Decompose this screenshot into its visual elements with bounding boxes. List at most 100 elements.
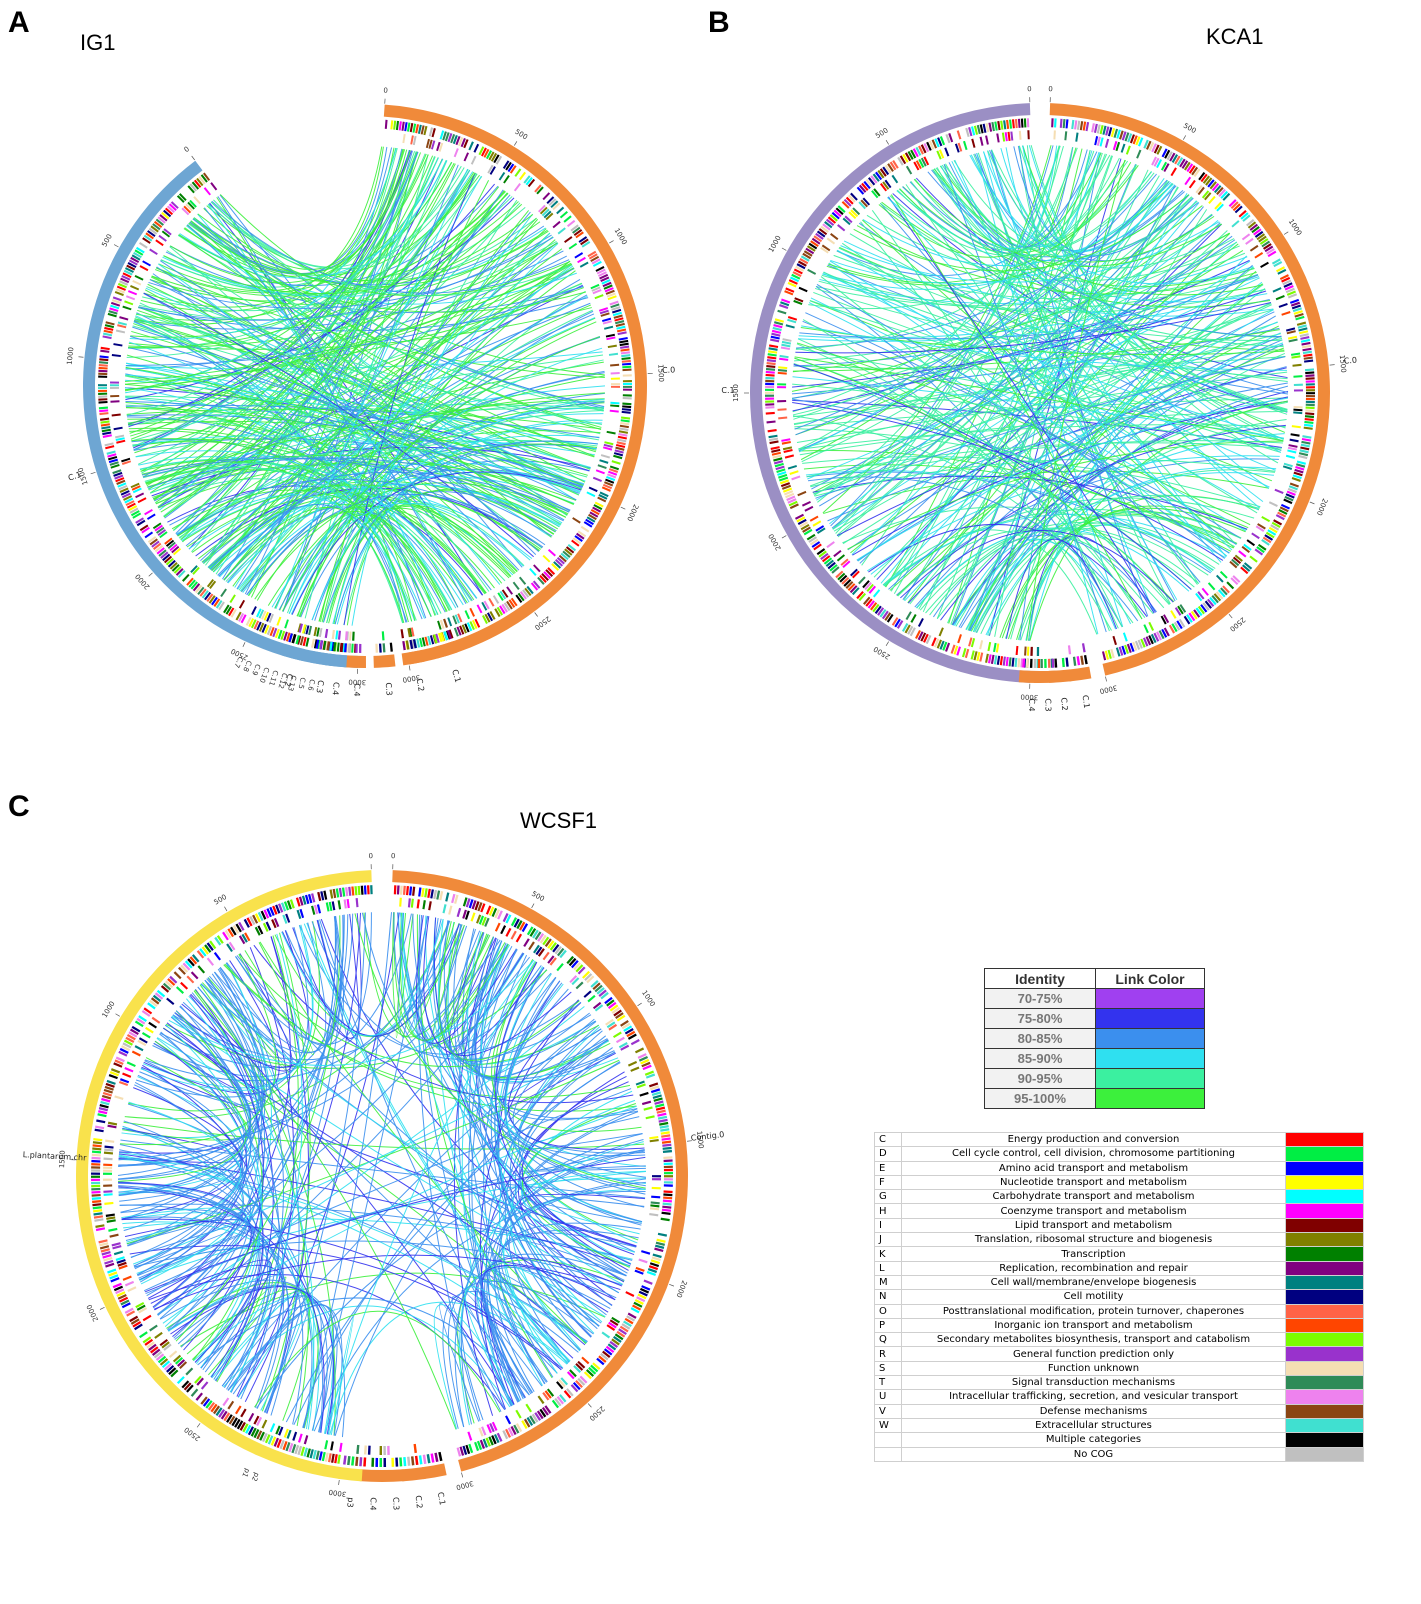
cog-gene-bar [944, 147, 950, 157]
cog-gene-bar [663, 1190, 673, 1194]
cog-gene-bar [559, 949, 567, 959]
cog-gene-bar [770, 335, 780, 340]
cog-gene-bar [592, 476, 602, 482]
cog-gene-bar [148, 227, 158, 235]
cog-gene-bar [238, 612, 245, 622]
cog-gene-bar [641, 1285, 651, 1291]
cog-gene-bar [276, 616, 282, 626]
synteny-link [118, 1186, 325, 1433]
synteny-link [153, 1024, 265, 1102]
cog-gene-bar [592, 506, 602, 513]
cog-gene-bar [785, 324, 795, 329]
cog-gene-bar [303, 1447, 308, 1457]
small-segment [344, 655, 366, 668]
cog-gene-bar [606, 476, 616, 482]
cog-gene-bar [572, 1382, 581, 1391]
cog-gene-bar [130, 1318, 140, 1325]
panel-title-kca1: KCA1 [1206, 24, 1264, 49]
axis-tick [669, 1284, 675, 1287]
cog-gene-bar [534, 931, 542, 941]
synteny-link [813, 303, 1272, 495]
cog-gene-bar [799, 521, 809, 528]
cog-gene-bar [161, 230, 171, 238]
cog-gene-bar [132, 279, 142, 286]
axis-tick [1309, 501, 1315, 505]
synteny-link [134, 1240, 623, 1286]
cog-color-swatch [1285, 1303, 1364, 1319]
cog-gene-bar [884, 164, 892, 174]
cog-gene-bar [1300, 443, 1310, 448]
cog-gene-bar [116, 285, 126, 291]
cog-gene-bar [1081, 643, 1086, 653]
cog-gene-bar [1249, 223, 1259, 231]
cog-gene-bar [778, 366, 788, 370]
cog-gene-bar [476, 604, 483, 614]
synteny-link [400, 912, 636, 1253]
cog-gene-bar [592, 288, 602, 295]
cog-gene-bar [136, 519, 146, 527]
synteny-link [136, 312, 602, 426]
cog-gene-bar [101, 1094, 112, 1100]
cog-gene-bar [872, 603, 880, 613]
cog-gene-bar [478, 915, 485, 925]
cog-gene-bar [574, 535, 583, 542]
cog-gene-bar [1213, 184, 1222, 194]
cog-gene-bar [641, 1100, 652, 1106]
cog-gene-bar [117, 482, 127, 488]
cog-gene-bar [1293, 411, 1303, 415]
cog-gene-bar [1085, 122, 1090, 132]
synteny-link [238, 953, 599, 1068]
cog-gene-bar [187, 958, 195, 967]
cog-gene-bar [831, 211, 840, 220]
synteny-link [809, 300, 1284, 442]
cog-gene-bar [1238, 209, 1247, 218]
cog-gene-bar [319, 640, 323, 650]
synteny-link [130, 1033, 247, 1259]
cog-gene-bar [867, 600, 875, 609]
cog-gene-bar [402, 885, 406, 895]
cog-gene-bar [621, 1022, 631, 1030]
cog-gene-bar [1242, 214, 1251, 222]
cog-gene-bar [321, 1451, 326, 1462]
cog-gene-bar [500, 925, 507, 935]
cog-gene-bar [163, 1362, 173, 1371]
cog-gene-bar [1268, 526, 1278, 534]
cog-gene-bar [100, 1100, 110, 1106]
cog-gene-bar [479, 1439, 486, 1449]
cog-gene-bar [99, 1245, 110, 1250]
small-segment [421, 1463, 447, 1480]
cog-gene-bar [622, 368, 632, 372]
cog-gene-bar [121, 1045, 131, 1052]
cog-gene-bar [1293, 389, 1303, 392]
circos-plot-kca1: 300025002000150010005000C.10500100015002… [721, 85, 1357, 712]
synteny-link [1010, 209, 1208, 640]
cog-gene-bar [98, 392, 108, 395]
cog-gene-bar [556, 206, 565, 215]
cog-gene-bar [635, 1266, 645, 1272]
cog-gene-bar [1295, 315, 1305, 321]
cog-gene-bar [149, 1346, 159, 1354]
cog-gene-bar [427, 888, 431, 899]
synteny-link [141, 151, 416, 474]
cog-gene-bar [447, 133, 453, 143]
cog-gene-bar [235, 1405, 242, 1415]
cog-gene-bar [196, 1377, 204, 1386]
cog-gene-bar [331, 629, 336, 640]
cog-gene-bar [120, 277, 130, 284]
synteny-link [439, 1302, 506, 1422]
cog-gene-bar [1301, 344, 1312, 349]
cog-gene-bar [610, 372, 620, 375]
cog-gene-bar [1257, 523, 1266, 530]
synteny-link [209, 202, 484, 596]
cog-gene-bar [1096, 124, 1101, 134]
cog-code: R [874, 1346, 902, 1362]
cog-gene-bar [1026, 658, 1029, 668]
cog-gene-bar [1044, 658, 1047, 668]
cog-gene-bar [564, 236, 573, 243]
cog-gene-bar [663, 1165, 673, 1169]
cog-gene-bar [161, 1341, 170, 1349]
axis-tick-label: 0 [383, 87, 388, 95]
synteny-link [155, 392, 605, 505]
